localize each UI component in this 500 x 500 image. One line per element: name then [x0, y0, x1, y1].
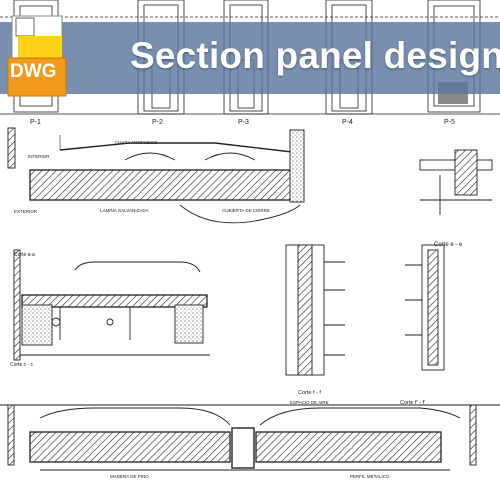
wall-section-bottom: [0, 404, 500, 471]
panel-label-p2: P-2: [152, 119, 163, 126]
section-label-f: Corte f - f: [298, 390, 321, 396]
annotation-lamina: LAMINA GALVANIZADA: [100, 208, 149, 213]
panel-label-p1: P-1: [30, 119, 41, 126]
section-label-f-prime: Corte f' - f': [400, 400, 425, 406]
panel-labels: P-1 P-2 P-3 P-4 P-5: [30, 119, 455, 126]
section-annotations: INTERIOR EXTERIOR CHAPA ANTIFUEGO LAMINA…: [14, 140, 270, 214]
annotation-exterior: EXTERIOR: [14, 209, 38, 214]
panel-label-p3: P-3: [238, 119, 249, 126]
annotation-aire: ESPACIO DE AIRE: [290, 400, 329, 405]
annotation-madera: MADERA DE PINO: [110, 474, 149, 479]
detail-corte-e: [419, 149, 493, 215]
annotation-interior: INTERIOR: [28, 154, 50, 159]
annotation-cubierta: CUBIERTA DE CIERRE: [222, 208, 270, 213]
annotation-chapa: CHAPA ANTIFUEGO: [115, 140, 158, 145]
title-banner: [0, 22, 500, 94]
panel-label-p4: P-4: [342, 119, 353, 126]
bottom-annotations: MADERA DE PINO PERFIL METALICO ESPACIO D…: [110, 400, 390, 479]
annotation-perfil: PERFIL METALICO: [350, 474, 390, 479]
section-label-c: Corte c - c: [10, 362, 34, 368]
section-label-e: Corte e - e: [434, 242, 463, 248]
panel-label-p5: P-5: [444, 119, 455, 126]
wall-section-middle: [13, 249, 210, 361]
detail-corte-f: [285, 244, 345, 376]
section-label-a: Corte a-a: [14, 252, 35, 258]
dwg-badge-label: DWG: [10, 61, 57, 82]
wall-section-top: [7, 127, 305, 224]
page-title: Section panel design: [130, 35, 500, 76]
dwg-file-icon: [6, 14, 78, 98]
detail-corte-f-prime: [405, 244, 445, 371]
